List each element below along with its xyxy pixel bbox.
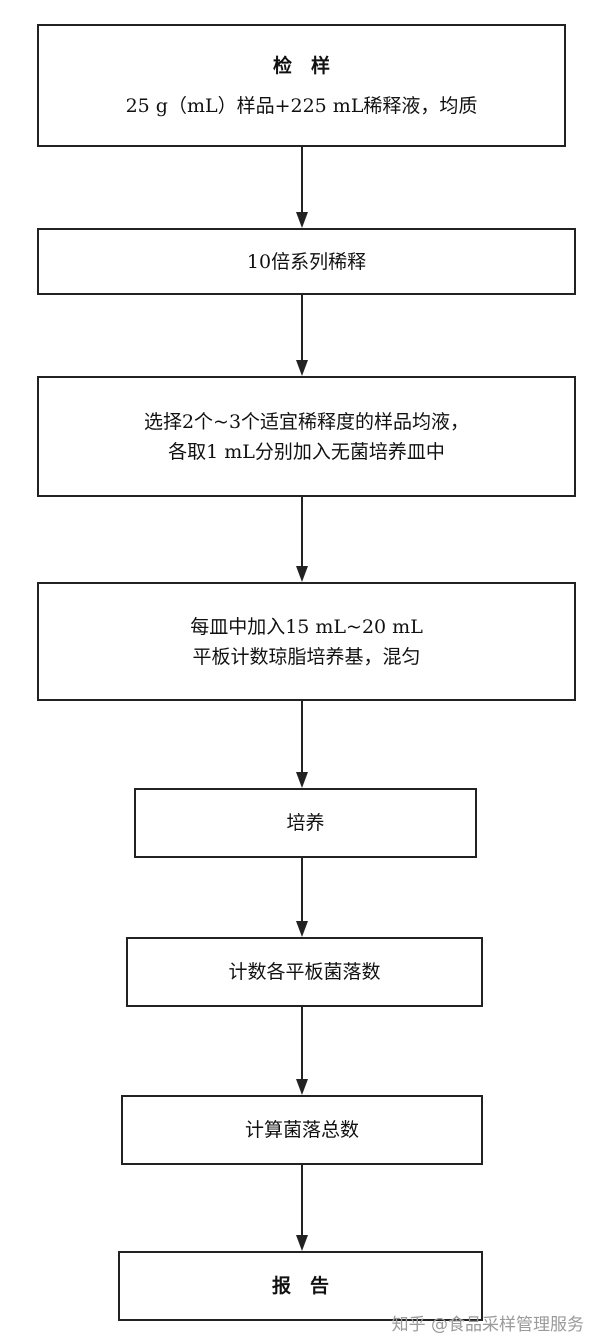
- step-text: 计算菌落总数: [244, 1119, 359, 1141]
- step-text: 25 g（mL）样品+225 mL稀释液，均质: [125, 94, 478, 117]
- step-incubate-box: 培养: [134, 788, 477, 858]
- step-text-line-2: 平板计数琼脂培养基，混匀: [192, 645, 421, 668]
- step-serial-dilution-box: 10倍系列稀释: [37, 228, 576, 295]
- step-text: 10倍系列稀释: [246, 250, 367, 273]
- step-count-colonies-box: 计数各平板菌落数: [126, 937, 483, 1007]
- step-sample-inspection-box: 检 样 25 g（mL）样品+225 mL稀释液，均质: [37, 24, 566, 147]
- step-text-line-1: 选择2个~3个适宜稀释度的样品均液，: [143, 410, 470, 433]
- step-report-box: 报 告: [118, 1251, 483, 1321]
- step-text: 培养: [286, 812, 325, 834]
- step-select-dilutions-box: 选择2个~3个适宜稀释度的样品均液， 各取1 mL分别加入无菌培养皿中: [37, 376, 576, 497]
- step-text: 计数各平板菌落数: [228, 961, 381, 983]
- step-text-line-2: 各取1 mL分别加入无菌培养皿中: [168, 440, 445, 463]
- step-add-agar-box: 每皿中加入15 mL~20 mL 平板计数琼脂培养基，混匀: [37, 582, 576, 701]
- step-text-line-1: 每皿中加入15 mL~20 mL: [190, 615, 423, 638]
- watermark-text: 知乎 @食品采样管理服务: [391, 1315, 584, 1335]
- step-title: 检 样: [272, 54, 330, 77]
- step-text: 报 告: [271, 1275, 329, 1297]
- step-calculate-total-box: 计算菌落总数: [121, 1095, 483, 1165]
